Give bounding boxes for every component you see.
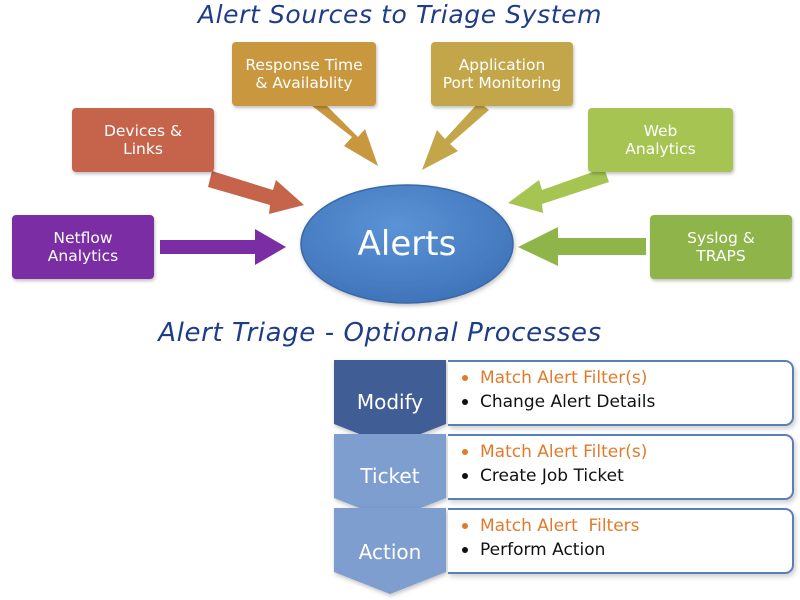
source-response-time: Response Time & Availablity bbox=[232, 42, 376, 106]
bullet-dot bbox=[462, 449, 468, 455]
section-title: Alert Triage - Optional Processes bbox=[158, 318, 602, 348]
bullet-dot bbox=[462, 547, 468, 553]
diagram-title: Alert Sources to Triage System bbox=[197, 0, 603, 29]
source-syslog-traps: Syslog & TRAPS bbox=[650, 215, 792, 279]
step-modify-item: Match Alert Filter(s) bbox=[462, 366, 792, 390]
step-modify-item-1: Match Alert Filter(s) bbox=[480, 368, 648, 388]
step-action-box: Match Alert Filters Perform Action bbox=[448, 508, 794, 574]
arrow-devices bbox=[208, 171, 304, 214]
alerts-label: Alerts bbox=[357, 224, 457, 264]
bullet-dot bbox=[462, 473, 468, 479]
source-devices-links: Devices & Links bbox=[72, 108, 214, 172]
step-ticket-chevron bbox=[334, 434, 446, 520]
step-action-item-2: Perform Action bbox=[480, 540, 606, 560]
step-action-chevron bbox=[334, 508, 446, 594]
source-syslog-label: Syslog & TRAPS bbox=[687, 229, 755, 265]
source-netflow-label: Netflow Analytics bbox=[47, 229, 119, 265]
step-action-label: Action bbox=[358, 540, 422, 564]
step-modify-item-2: Change Alert Details bbox=[480, 392, 656, 412]
arrow-syslog bbox=[518, 227, 646, 266]
source-app-port-label: Application Port Monitoring bbox=[442, 56, 562, 92]
step-ticket-item: Create Job Ticket bbox=[462, 464, 792, 488]
source-netflow-analytics: Netflow Analytics bbox=[12, 215, 154, 279]
alerts-circle bbox=[300, 184, 514, 304]
step-ticket-label: Ticket bbox=[360, 464, 420, 488]
bullet-dot bbox=[462, 399, 468, 405]
step-modify-chevron bbox=[334, 360, 446, 446]
arrow-response bbox=[311, 99, 378, 166]
step-ticket-box: Match Alert Filter(s) Create Job Ticket bbox=[448, 434, 794, 500]
source-application-port: Application Port Monitoring bbox=[431, 42, 573, 106]
arrow-app-port bbox=[422, 102, 489, 170]
arrow-netflow bbox=[160, 229, 286, 265]
step-modify-box: Match Alert Filter(s) Change Alert Detai… bbox=[448, 360, 794, 426]
step-action-item: Match Alert Filters bbox=[462, 514, 792, 538]
step-ticket-item: Match Alert Filter(s) bbox=[462, 440, 792, 464]
step-modify-item: Change Alert Details bbox=[462, 390, 792, 414]
step-ticket-item-2: Create Job Ticket bbox=[480, 466, 624, 486]
bullet-dot bbox=[462, 375, 468, 381]
source-response-label: Response Time & Availablity bbox=[245, 56, 363, 92]
step-ticket-item-1: Match Alert Filter(s) bbox=[480, 442, 648, 462]
arrow-web bbox=[508, 168, 609, 213]
step-action-item-1: Match Alert Filters bbox=[480, 516, 640, 536]
source-web-analytics: Web Analytics bbox=[588, 108, 733, 172]
bullet-dot bbox=[462, 523, 468, 529]
source-web-label: Web Analytics bbox=[625, 122, 696, 158]
step-modify-label: Modify bbox=[356, 390, 424, 414]
source-devices-label: Devices & Links bbox=[103, 122, 183, 158]
step-action-item: Perform Action bbox=[462, 538, 792, 562]
